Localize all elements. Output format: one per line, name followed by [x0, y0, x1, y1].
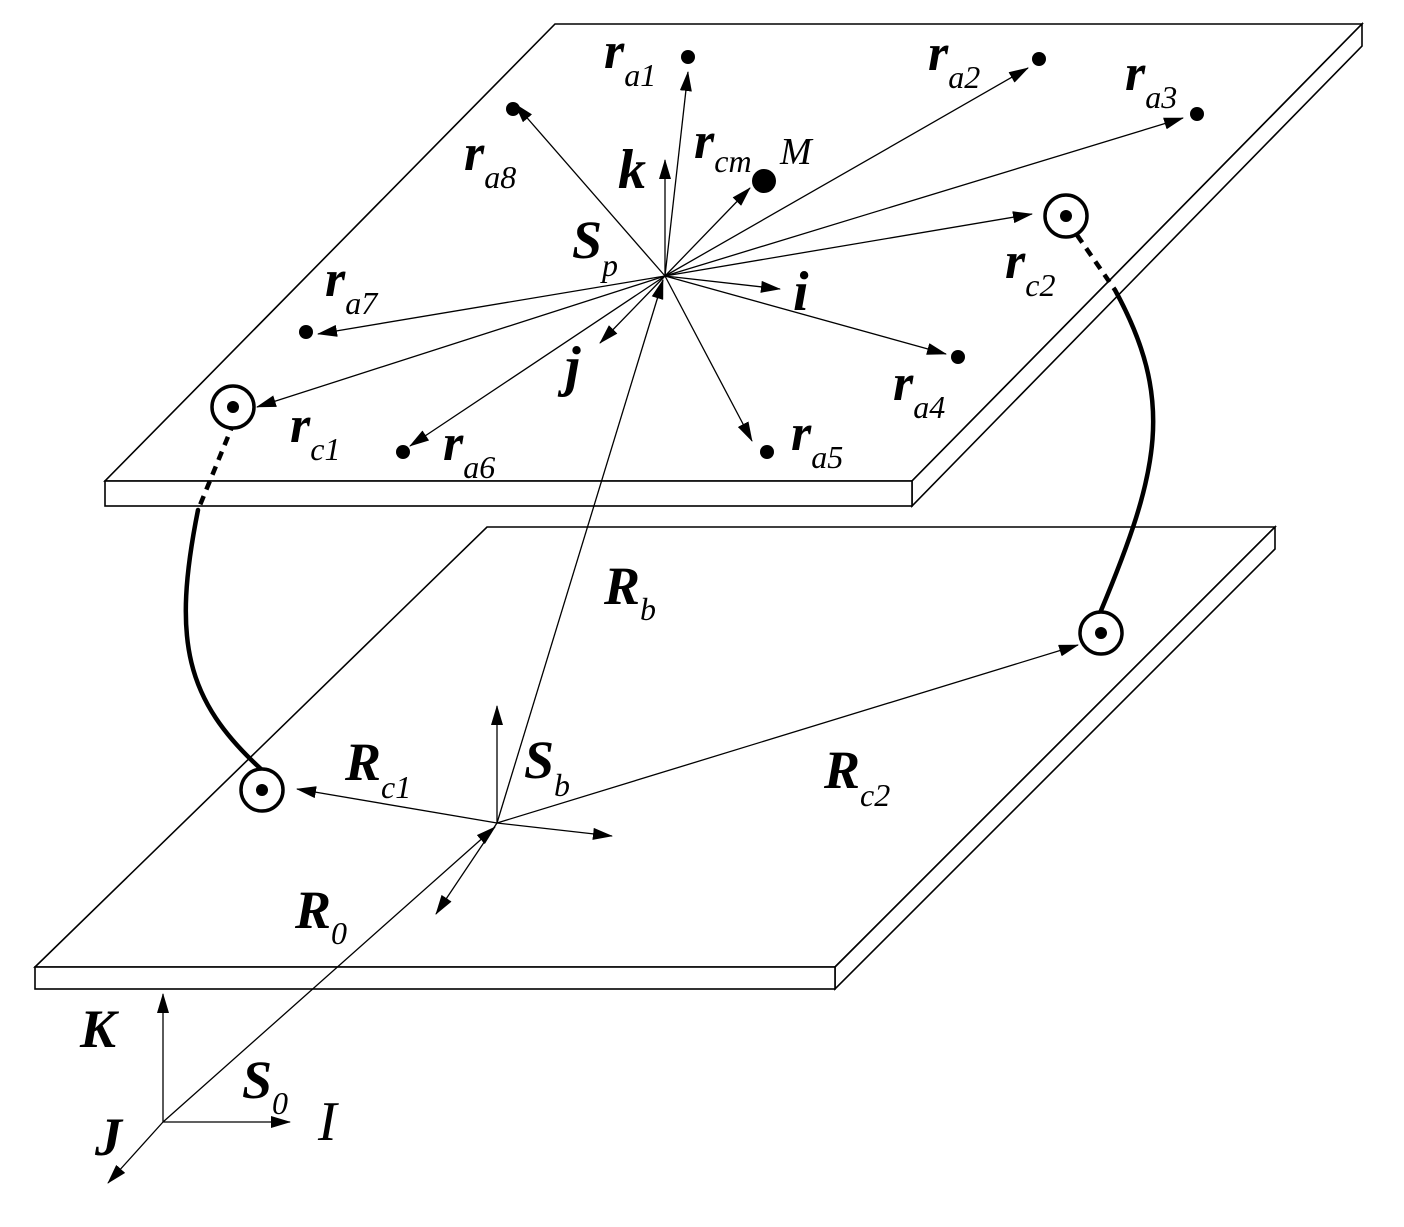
cable-anchor-Rc1 — [239, 767, 285, 813]
label-Rb: Rb — [603, 556, 656, 627]
label-ra1: ra1 — [604, 23, 656, 93]
cable-right — [1066, 220, 1156, 616]
label-rc2: rc2 — [1005, 233, 1055, 303]
label-ra7: ra7 — [325, 251, 379, 321]
cable-left — [183, 421, 265, 773]
label-ra8: ra8 — [464, 125, 516, 195]
attachment-points — [299, 50, 1204, 459]
cable-anchor-rc2 — [1043, 193, 1089, 239]
R0-vector — [162, 826, 496, 1123]
top-platform — [103, 22, 1364, 508]
cable-anchor-Rc2 — [1078, 610, 1124, 656]
label-i: i — [793, 261, 809, 323]
label-R0: R0 — [294, 880, 347, 951]
label-ra4: ra4 — [893, 355, 945, 425]
label-ra2: ra2 — [928, 25, 980, 95]
label-K: K — [79, 999, 120, 1059]
base-plate — [33, 525, 1277, 991]
label-k: k — [618, 139, 646, 201]
label-S0: S0 — [242, 1050, 288, 1121]
label-ra6: ra6 — [443, 415, 495, 485]
label-Sp: Sp — [572, 210, 618, 283]
label-Sb: Sb — [524, 730, 570, 803]
label-ra3: ra3 — [1125, 45, 1177, 115]
Rb-vector — [496, 279, 664, 824]
label-rc1: rc1 — [290, 397, 340, 467]
platform-vectors — [256, 67, 1184, 447]
label-M: M — [779, 131, 814, 173]
label-J: J — [94, 1107, 124, 1167]
center-of-mass-dot — [752, 169, 776, 193]
label-I: I — [317, 1091, 339, 1153]
label-ra5: ra5 — [791, 405, 843, 475]
label-Rc1: Rc1 — [344, 732, 411, 805]
label-rcm: rcm — [694, 113, 752, 179]
global-frame — [107, 993, 291, 1184]
cable-anchor-rc1 — [210, 384, 256, 430]
label-Rc2: Rc2 — [823, 740, 890, 813]
